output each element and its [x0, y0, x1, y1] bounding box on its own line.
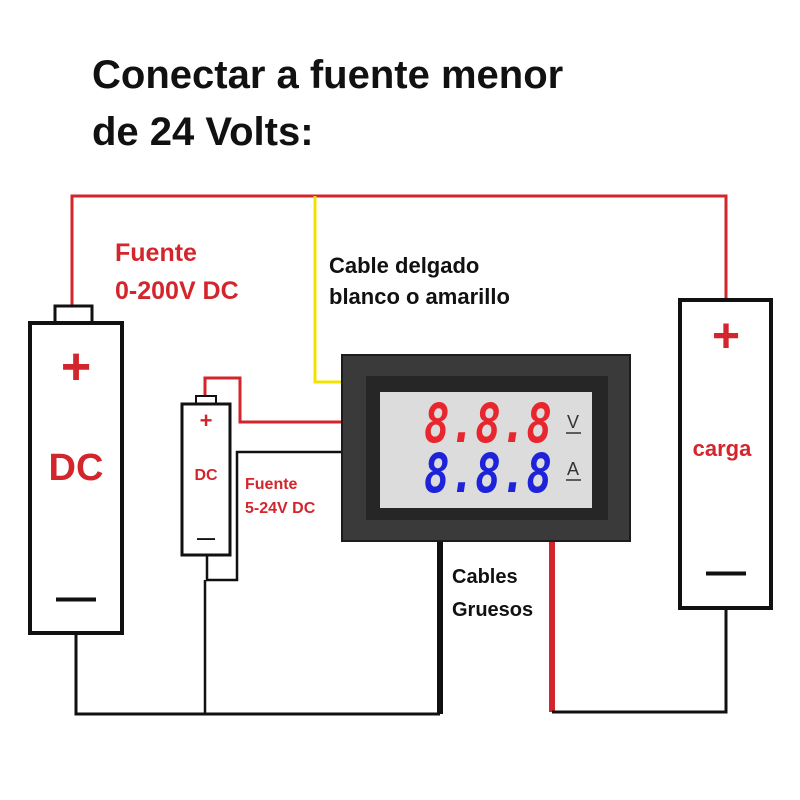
black-wire-load-negative	[552, 608, 728, 714]
black-ground-bus	[74, 634, 440, 716]
title-line-1: Conectar a fuente menor	[92, 53, 563, 97]
load-body	[678, 298, 773, 610]
voltage-unit: V	[567, 412, 579, 432]
main-battery-plus-sign: +	[61, 338, 91, 396]
main-battery-body	[28, 321, 124, 635]
current-unit: A	[567, 459, 579, 479]
thin-cable-label-line-1: Cable delgado	[329, 253, 479, 278]
black-wire-aux-negative	[205, 450, 345, 582]
load-minus-sign: —	[706, 549, 746, 593]
current-readout: 8.8.8	[424, 442, 552, 505]
aux-battery: + DC —	[180, 395, 232, 557]
load-plus-sign: +	[712, 310, 740, 363]
aux-battery-label: DC	[194, 467, 218, 484]
voltage-readout: 8.8.8	[424, 392, 552, 455]
load-label: carga	[693, 436, 752, 461]
thin-cable-label-line-2: blanco o amarillo	[329, 284, 510, 309]
load: + carga —	[678, 298, 773, 610]
main-battery-label: DC	[49, 447, 104, 489]
wires	[70, 194, 728, 716]
thick-cables-label-line-2: Gruesos	[452, 599, 533, 621]
main-battery: + DC —	[28, 304, 124, 635]
main-source-label-line-2: 0-200V DC	[115, 277, 239, 305]
aux-source-label-line-2: 5-24V DC	[245, 500, 316, 517]
meter-display	[380, 392, 592, 508]
aux-battery-plus-sign: +	[200, 408, 213, 433]
aux-battery-minus-sign: —	[197, 528, 215, 548]
voltmeter-ammeter: 8.8.8 8.8.8 V A	[341, 354, 631, 542]
aux-source-label-line-1: Fuente	[245, 476, 298, 493]
thick-cables-label-line-1: Cables	[452, 566, 518, 588]
main-source-label-line-1: Fuente	[115, 239, 197, 267]
red-wire-main-positive	[70, 194, 728, 306]
red-wire-aux-positive	[203, 376, 345, 424]
main-battery-minus-sign: —	[56, 575, 96, 619]
yellow-thin-cable	[313, 196, 345, 384]
aux-battery-body	[180, 402, 232, 557]
title-line-2: de 24 Volts:	[92, 110, 314, 154]
